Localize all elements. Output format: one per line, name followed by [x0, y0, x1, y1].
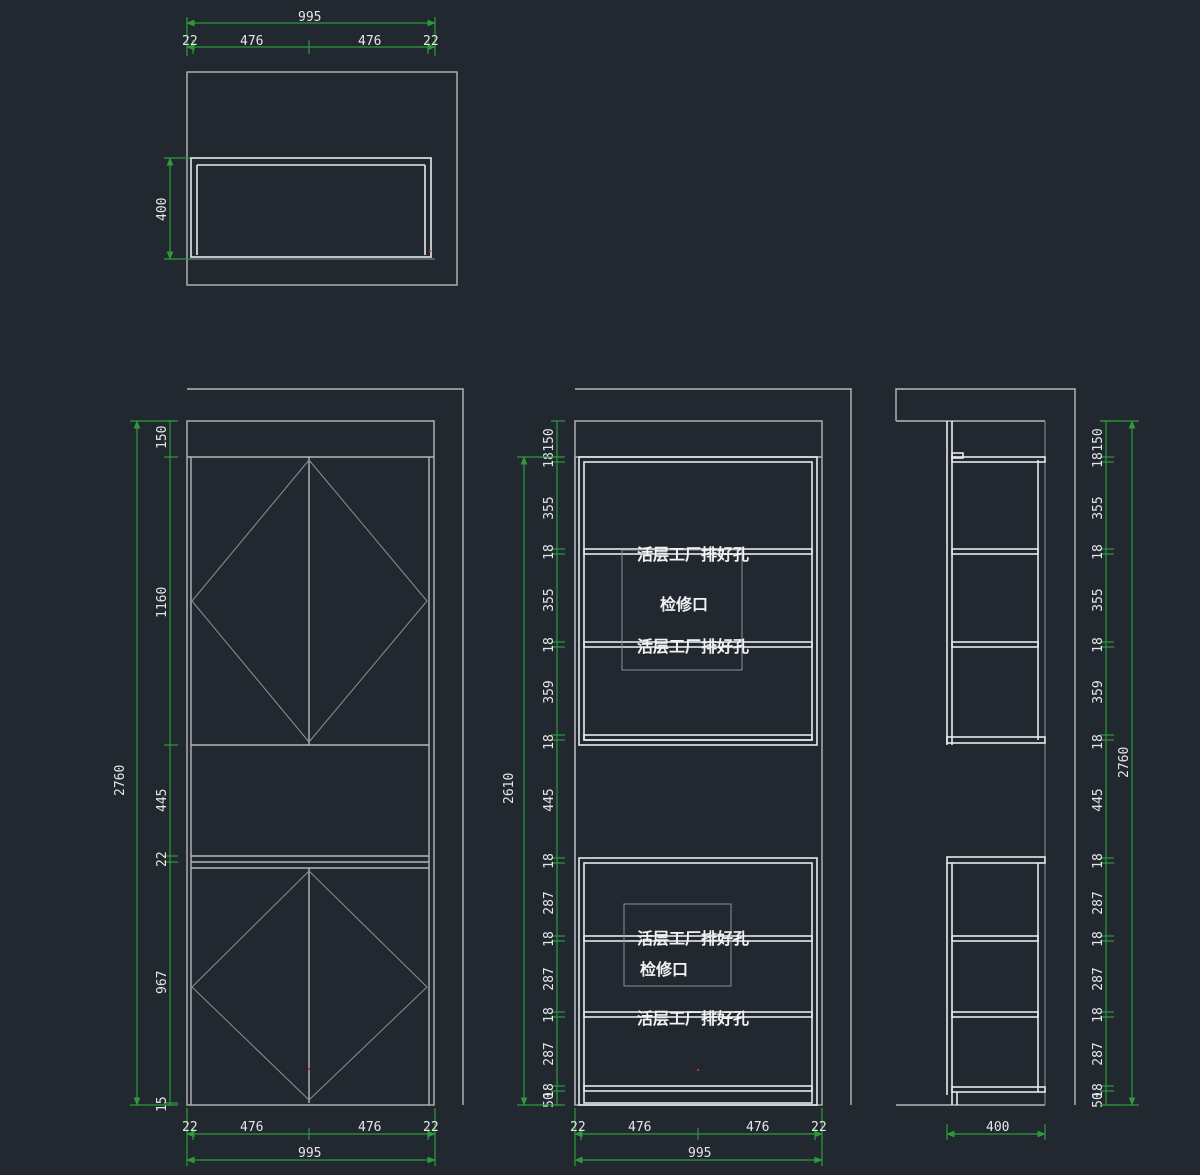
front-bottom-total: 995 — [298, 1146, 321, 1161]
inner-height-label: 445 — [542, 788, 557, 811]
inner-height-label: 287 — [542, 967, 557, 990]
inner-height-label: 359 — [542, 680, 557, 703]
side-height-label: 18 — [1091, 544, 1106, 560]
plan-depth: 400 — [155, 198, 170, 221]
side-height-label: 445 — [1091, 788, 1106, 811]
side-height-label: 18 — [1091, 734, 1106, 750]
front-total-height: 2760 — [113, 765, 128, 796]
side-height-label: 18 — [1091, 1083, 1106, 1099]
inner-height-label: 18 — [542, 452, 557, 468]
side-height-label: 287 — [1091, 1042, 1106, 1065]
side-height-label: 18 — [1091, 637, 1106, 653]
inner-note-shelf-3: 活层工厂排好孔 — [637, 929, 749, 948]
front-part-2: 476 — [240, 1120, 263, 1135]
plan-part-1: 22 — [182, 34, 198, 49]
side-height-label: 359 — [1091, 680, 1106, 703]
inner-total-height: 2610 — [502, 773, 517, 804]
side-height-label: 18 — [1091, 1007, 1106, 1023]
plan-view: 995 22 476 476 22 400 — [155, 10, 458, 286]
inner-height-label: 355 — [542, 588, 557, 611]
inner-note-shelf-4: 活层工厂排好孔 — [637, 1009, 749, 1028]
side-height-label: 287 — [1091, 891, 1106, 914]
side-view: 1501835518355183591844518287182871828718… — [895, 388, 1139, 1140]
inner-part-4: 22 — [811, 1120, 827, 1135]
inner-height-label: 287 — [542, 1042, 557, 1065]
side-height-label: 287 — [1091, 967, 1106, 990]
front-h-967: 967 — [155, 971, 170, 994]
inner-height-label: 18 — [542, 544, 557, 560]
front-h-15: 15 — [155, 1096, 170, 1112]
inner-height-label: 18 — [542, 853, 557, 869]
inner-height-label: 18 — [542, 637, 557, 653]
side-height-label: 18 — [1091, 931, 1106, 947]
inner-height-label: 355 — [542, 496, 557, 519]
inner-view: 活层工厂排好孔 检修口 活层工厂排好孔 活层工厂排好孔 检修口 活层工厂排好孔 … — [502, 388, 852, 1166]
front-view: 150 1160 445 22 967 15 2760 22 476 476 2… — [113, 388, 464, 1166]
inner-part-1: 22 — [570, 1120, 586, 1135]
plan-part-2: 476 — [240, 34, 263, 49]
plan-part-3: 476 — [358, 34, 381, 49]
front-part-1: 22 — [182, 1120, 198, 1135]
inner-note-shelf-1: 活层工厂排好孔 — [637, 545, 749, 564]
side-height-label: 18 — [1091, 452, 1106, 468]
inner-height-label: 18 — [542, 1083, 557, 1099]
inner-height-label: 18 — [542, 1007, 557, 1023]
side-height-label: 150 — [1091, 428, 1106, 451]
inner-height-label: 18 — [542, 734, 557, 750]
plan-total-width: 995 — [298, 10, 321, 25]
front-h-1160: 1160 — [155, 587, 170, 618]
inner-note-inspection-1: 检修口 — [660, 595, 708, 614]
inner-part-2: 476 — [628, 1120, 651, 1135]
front-h-150: 150 — [155, 426, 170, 449]
front-part-4: 22 — [423, 1120, 439, 1135]
inner-part-3: 476 — [746, 1120, 769, 1135]
front-h-445: 445 — [155, 789, 170, 812]
inner-bottom-total: 995 — [688, 1146, 711, 1161]
inner-height-label: 287 — [542, 891, 557, 914]
side-height-label: 18 — [1091, 853, 1106, 869]
front-h-22: 22 — [155, 851, 170, 867]
side-depth: 400 — [986, 1120, 1009, 1135]
inner-note-inspection-2: 检修口 — [640, 960, 688, 979]
side-height-label: 50 — [1091, 1092, 1106, 1108]
inner-height-label: 50 — [542, 1092, 557, 1108]
inner-height-label: 18 — [542, 931, 557, 947]
side-height-label: 355 — [1091, 496, 1106, 519]
side-total-height: 2760 — [1117, 747, 1132, 778]
plan-part-4: 22 — [423, 34, 439, 49]
front-part-3: 476 — [358, 1120, 381, 1135]
inner-height-label: 150 — [542, 428, 557, 451]
side-height-label: 355 — [1091, 588, 1106, 611]
inner-note-shelf-2: 活层工厂排好孔 — [637, 637, 749, 656]
